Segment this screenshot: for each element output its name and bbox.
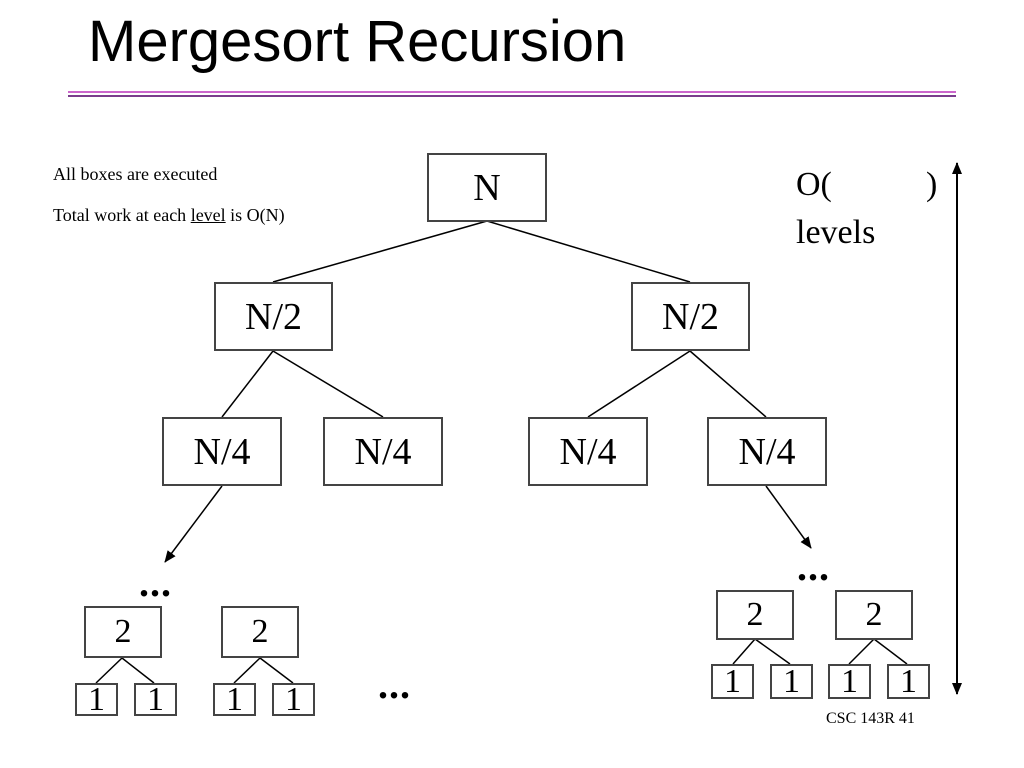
edge-l1b-l2d [689,350,767,418]
edge-two2-a [233,657,261,684]
arrow-left-down [164,485,223,563]
note-all-boxes: All boxes are executed [53,164,218,184]
node-two-3: 2 [716,590,794,640]
slide-footer: CSC 143R 41 [826,710,915,727]
note-total-work: Total work at each level is O(N) [53,204,285,226]
edge-l1a-l2b [272,350,384,418]
node-one-1: 1 [75,682,118,716]
edge-l1b-l2c [587,350,691,418]
node-one-5: 1 [711,664,754,699]
levels-close-paren: ) [926,166,938,203]
ellipsis-right: ... [797,544,830,589]
node-one-2: 1 [134,682,177,716]
ellipsis-left: ... [139,560,172,605]
node-level1-right: N/2 [631,282,750,351]
edge-two3-b [754,638,791,665]
edge-two4-b [873,638,908,665]
slide-title: Mergesort Recursion [88,9,627,74]
node-two-2: 2 [221,606,299,658]
edge-two2-b [259,657,294,684]
node-level2-2: N/4 [323,417,443,486]
node-one-7: 1 [828,664,871,699]
note-total-work-suffix: is O(N) [225,205,285,225]
edge-two3-a [732,638,756,665]
edge-two4-a [848,638,875,665]
levels-word: levels [796,214,876,251]
node-level2-1: N/4 [162,417,282,486]
note-total-work-prefix: Total work at each [53,205,191,225]
node-level1-left: N/2 [214,282,333,351]
ellipsis-bottom-middle: ... [378,662,411,707]
node-two-4: 2 [835,590,913,640]
title-rule-top [68,91,956,93]
node-level2-4: N/4 [707,417,827,486]
levels-open-paren: O( [796,166,832,203]
edge-two1-b [121,657,155,684]
edge-root-right [486,220,691,283]
edge-l1a-l2a [221,350,274,418]
node-one-8: 1 [887,664,930,699]
edge-root-left [272,220,488,283]
node-one-6: 1 [770,664,813,699]
title-rule-bottom [68,95,956,97]
arrow-right-down [765,485,812,549]
note-total-work-level: level [190,205,226,225]
node-one-3: 1 [213,682,256,716]
node-root: N [427,153,547,222]
edge-two1-a [95,657,123,684]
node-one-4: 1 [272,682,315,716]
node-level2-3: N/4 [528,417,648,486]
node-two-1: 2 [84,606,162,658]
